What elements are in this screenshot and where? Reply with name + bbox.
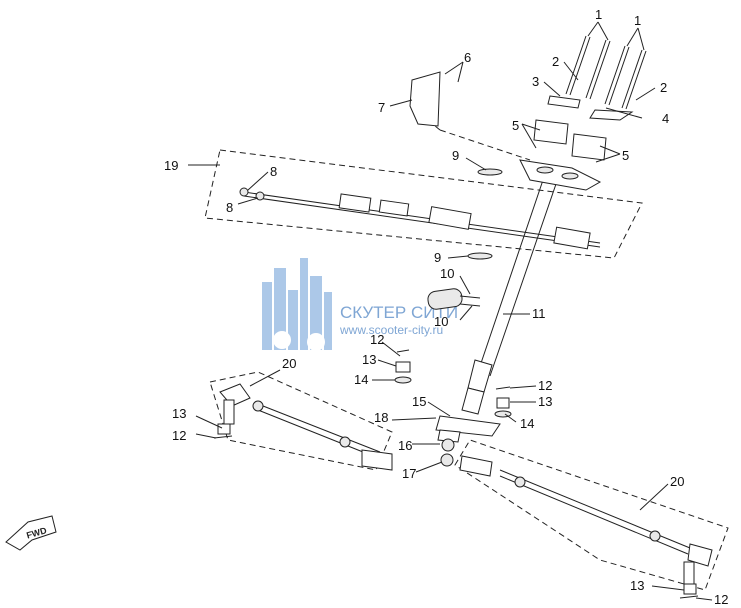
callout-20-b: 20 xyxy=(670,474,684,489)
callout-15: 15 xyxy=(412,394,426,409)
forward-arrow-icon: FWD xyxy=(5,515,57,551)
washer-9-bottom xyxy=(467,252,493,260)
watermark-brand: СКУТЕР СИТИ xyxy=(340,303,458,322)
callout-2-a: 2 xyxy=(552,54,559,69)
frame-20-left xyxy=(209,371,393,471)
bracket-7 xyxy=(409,71,441,127)
nut-stack-center-left xyxy=(394,349,412,384)
callout-7: 7 xyxy=(378,100,385,115)
frame-19 xyxy=(204,149,643,259)
nut-stack-center-right xyxy=(494,386,512,418)
tie-rod-right xyxy=(459,455,713,585)
callout-14-a: 14 xyxy=(354,372,368,387)
callout-8-b: 8 xyxy=(226,200,233,215)
callout-12-d: 12 xyxy=(172,428,186,443)
callout-12-c: 12 xyxy=(714,592,728,607)
callout-20-a: 20 xyxy=(282,356,296,371)
callout-9-b: 9 xyxy=(434,250,441,265)
callout-1-a: 1 xyxy=(595,7,602,22)
callout-9-a: 9 xyxy=(452,148,459,163)
watermark-url: www.scooter-city.ru xyxy=(339,323,443,337)
tie-rod-left xyxy=(219,383,393,471)
callout-10-b: 10 xyxy=(434,314,448,329)
pitman-arm xyxy=(435,415,501,467)
callout-13-d: 13 xyxy=(630,578,644,593)
callout-18: 18 xyxy=(374,410,388,425)
callout-13-c: 13 xyxy=(172,406,186,421)
nut-stack-left-knuckle xyxy=(213,423,233,439)
leader-lines xyxy=(188,21,713,601)
callout-3: 3 xyxy=(532,74,539,89)
nut-stack-right-knuckle xyxy=(679,583,699,599)
washer-9-top xyxy=(477,168,503,176)
bolt-group-1 xyxy=(565,35,647,110)
callout-2-b: 2 xyxy=(660,80,667,95)
callout-12-a: 12 xyxy=(370,332,384,347)
callout-16: 16 xyxy=(398,438,412,453)
callout-13-b: 13 xyxy=(538,394,552,409)
callout-17: 17 xyxy=(402,466,416,481)
callout-5-b: 5 xyxy=(622,148,629,163)
callout-5-a: 5 xyxy=(512,118,519,133)
callout-14-b: 14 xyxy=(520,416,534,431)
top-clamp xyxy=(519,95,634,191)
frame-20-right xyxy=(454,439,729,591)
part-10 xyxy=(427,288,481,310)
callout-12-b: 12 xyxy=(538,378,552,393)
handlebar-cable-assembly xyxy=(239,187,601,250)
callout-1-b: 1 xyxy=(634,13,641,28)
callout-10-a: 10 xyxy=(440,266,454,281)
callout-13-a: 13 xyxy=(362,352,376,367)
watermark-logo-icon xyxy=(262,258,332,351)
callout-19: 19 xyxy=(164,158,178,173)
steering-column xyxy=(461,179,557,415)
callout-8-a: 8 xyxy=(270,164,277,179)
callout-4: 4 xyxy=(662,111,669,126)
callout-11: 11 xyxy=(532,306,546,321)
callout-labels: 1 1 2 2 3 4 5 5 6 7 8 8 9 9 10 10 11 12 … xyxy=(164,7,728,607)
callout-6: 6 xyxy=(464,50,471,65)
